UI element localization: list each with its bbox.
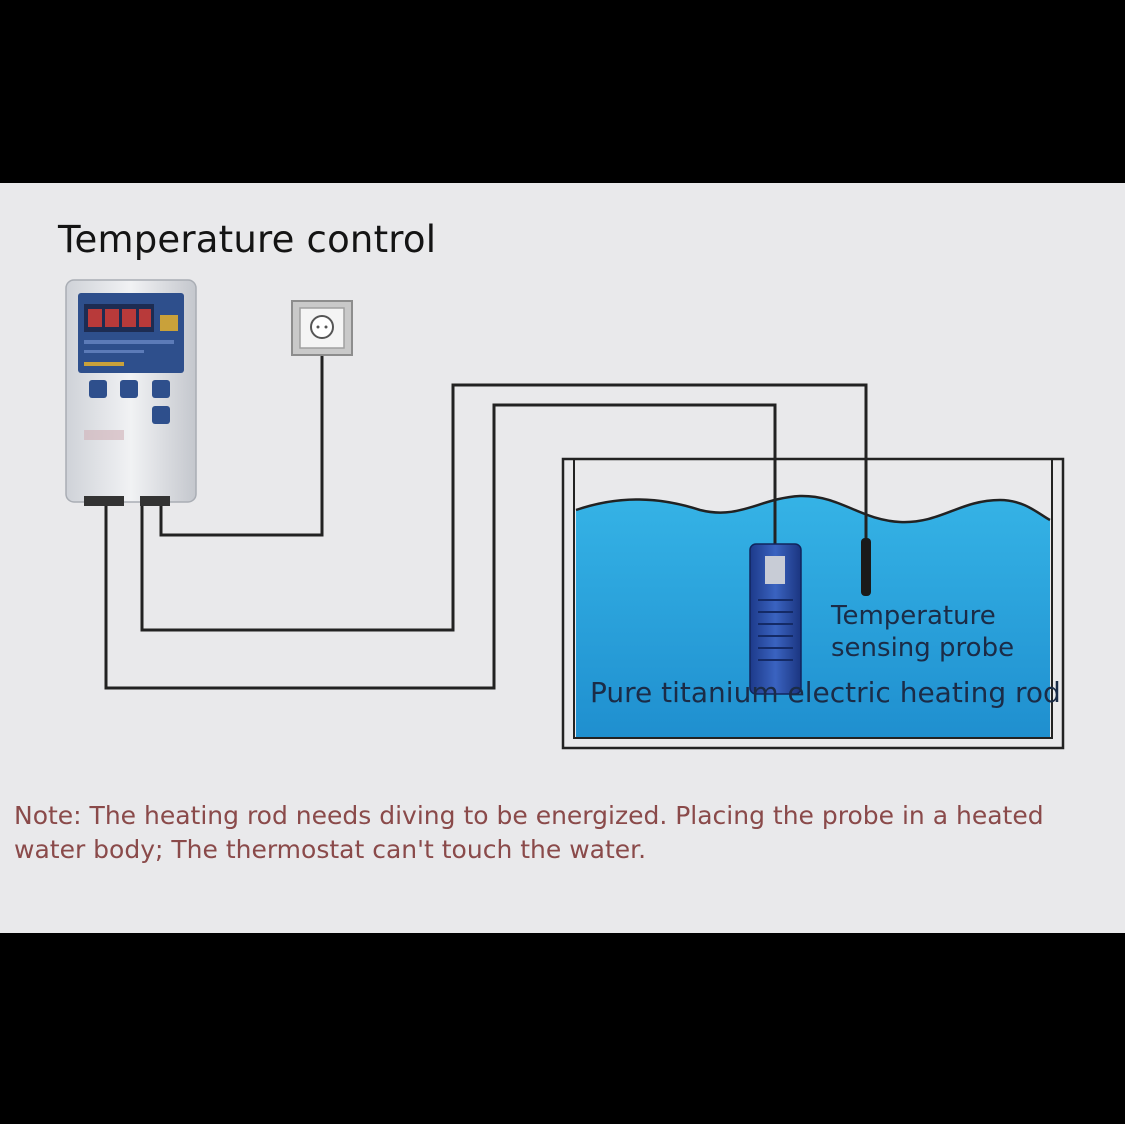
heating-rod-label: Pure titanium electric heating rod	[590, 676, 1061, 709]
rod-wire	[104, 403, 777, 690]
diagram-title: Temperature control	[58, 218, 437, 261]
note-text: Note: The heating rod needs diving to be…	[14, 801, 1044, 864]
tank-inner-wall	[573, 459, 1053, 739]
water-surface-line	[575, 494, 1051, 524]
socket-wire	[159, 352, 324, 537]
heating-rod-icon	[749, 543, 802, 695]
water-tank-icon	[561, 457, 1065, 750]
probe-label: Temperature sensing probe	[831, 601, 1015, 663]
probe-icon	[861, 538, 871, 596]
probe-wire	[140, 383, 868, 632]
thermostat-controller-icon	[65, 279, 197, 506]
wall-socket-icon	[291, 300, 353, 356]
water-body	[576, 495, 1050, 738]
tank-outer-wall	[561, 457, 1065, 750]
wires	[104, 352, 868, 690]
